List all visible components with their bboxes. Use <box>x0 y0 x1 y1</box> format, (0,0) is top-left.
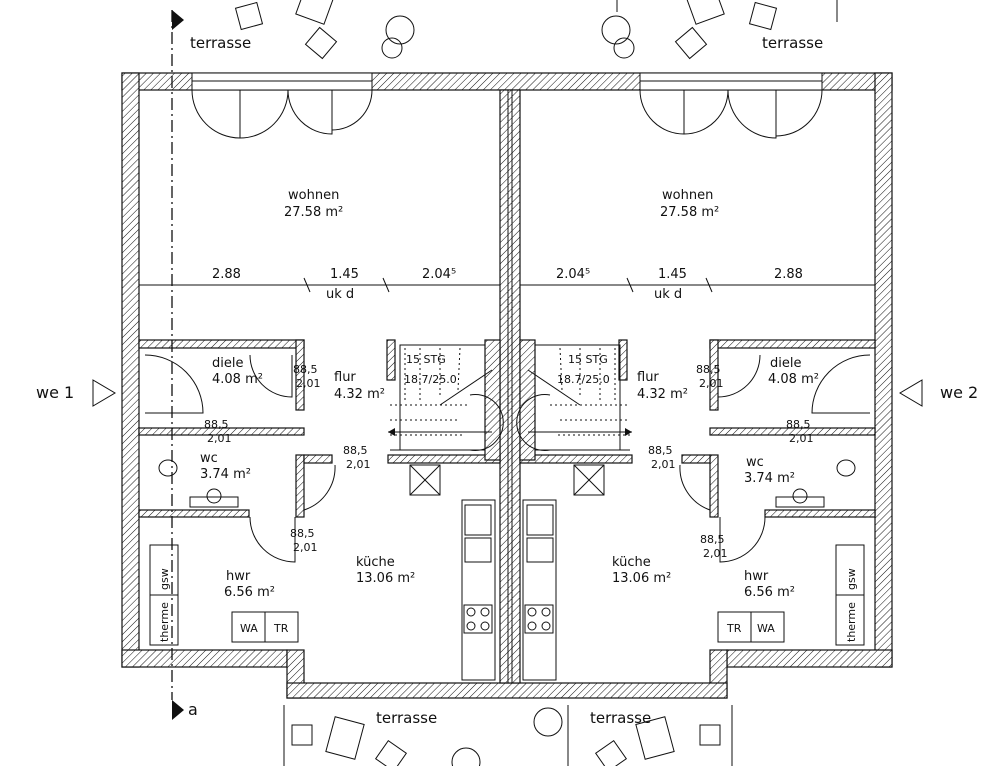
entrance-right-label: we 2 <box>940 383 978 402</box>
room-flur-right-name: flur <box>637 370 659 385</box>
ukd-right: uk d <box>654 287 682 302</box>
stairs-left-ratio: 18.7/25.0 <box>404 373 457 386</box>
section-axis <box>171 10 184 720</box>
tr-left-label: TR <box>273 622 289 635</box>
gsw-right-label: gsw <box>845 568 858 590</box>
room-kueche-right-name: küche <box>612 555 651 570</box>
door-right-4-width: 88,5 <box>700 533 725 546</box>
room-wc-right-area: 3.74 m² <box>744 471 795 486</box>
staircase-right <box>516 344 632 451</box>
terrace-right-top-label: terrasse <box>762 34 823 52</box>
dim-left-1: 2.88 <box>212 267 241 282</box>
therme-right-label: therme <box>845 602 858 642</box>
terrace-left-bottom-label: terrasse <box>376 709 437 727</box>
dim-right-1: 2.04⁵ <box>556 267 590 282</box>
room-hwr-right-area: 6.56 m² <box>744 585 795 600</box>
dim-right-3: 2.88 <box>774 267 803 282</box>
room-kueche-left-name: küche <box>356 555 395 570</box>
wc-right-fixtures <box>775 459 856 508</box>
tr-right-label: TR <box>726 622 742 635</box>
door-left-4-height: 2,01 <box>293 541 318 554</box>
stairs-right-count: 15 STG <box>568 353 608 366</box>
door-left-3-height: 2,01 <box>346 458 371 471</box>
door-right-2-height: 2,01 <box>789 432 814 445</box>
door-right-4-height: 2,01 <box>703 547 728 560</box>
terrace-left-top-label: terrasse <box>190 34 251 52</box>
terrace-doors <box>191 72 823 139</box>
room-kueche-right-area: 13.06 m² <box>612 571 671 586</box>
room-wc-left-area: 3.74 m² <box>200 467 251 482</box>
door-right-3-height: 2,01 <box>651 458 676 471</box>
door-left-1-width: 88,5 <box>293 363 318 376</box>
stairs-right-ratio: 18.7/25.0 <box>557 373 610 386</box>
room-flur-left-area: 4.32 m² <box>334 387 385 402</box>
wc-left-fixtures <box>158 459 239 508</box>
door-right-2-width: 88,5 <box>786 418 811 431</box>
door-left-4-width: 88,5 <box>290 527 315 540</box>
door-right-3-width: 88,5 <box>648 444 673 457</box>
room-hwr-right-name: hwr <box>744 569 769 584</box>
outer-walls <box>121 72 893 699</box>
wa-right-label: WA <box>757 622 775 635</box>
door-right-1-height: 2,01 <box>699 377 724 390</box>
dim-right-2: 1.45 <box>658 267 687 282</box>
terrace-furniture-top <box>234 0 838 60</box>
door-right-1-width: 88,5 <box>696 363 721 376</box>
room-diele-left-name: diele <box>212 356 243 371</box>
door-swings <box>144 354 871 563</box>
staircase-left <box>388 344 504 451</box>
room-flur-left-name: flur <box>334 370 356 385</box>
room-wohnen-right-name: wohnen <box>662 188 713 203</box>
room-diele-right-area: 4.08 m² <box>768 372 819 387</box>
room-diele-right-name: diele <box>770 356 801 371</box>
stairs-left-count: 15 STG <box>406 353 446 366</box>
dimension-lines <box>139 277 875 293</box>
kitchen-left <box>409 464 496 681</box>
room-hwr-left-area: 6.56 m² <box>224 585 275 600</box>
door-left-2-width: 88,5 <box>204 418 229 431</box>
gsw-left-label: gsw <box>158 568 171 590</box>
terrace-right-bottom-label: terrasse <box>590 709 651 727</box>
door-left-2-height: 2,01 <box>207 432 232 445</box>
hwr-left-fixtures <box>149 544 299 646</box>
room-wohnen-left-area: 27.58 m² <box>284 205 343 220</box>
kitchen-right <box>522 464 605 681</box>
wa-left-label: WA <box>240 622 258 635</box>
hwr-right-fixtures <box>717 544 865 646</box>
door-left-1-height: 2,01 <box>296 377 321 390</box>
room-wc-right-name: wc <box>746 455 764 470</box>
terrace-furniture-bottom <box>283 705 733 766</box>
room-diele-left-area: 4.08 m² <box>212 372 263 387</box>
dim-left-3: 2.04⁵ <box>422 267 456 282</box>
door-left-3-width: 88,5 <box>343 444 368 457</box>
room-hwr-left-name: hwr <box>226 569 251 584</box>
labels: terrasse terrasse terrasse terrasse we 1… <box>36 34 978 727</box>
room-kueche-left-area: 13.06 m² <box>356 571 415 586</box>
room-wohnen-left-name: wohnen <box>288 188 339 203</box>
room-wohnen-right-area: 27.58 m² <box>660 205 719 220</box>
therme-left-label: therme <box>158 602 171 642</box>
room-wc-left-name: wc <box>200 451 218 466</box>
interior-walls <box>138 339 876 518</box>
dim-left-2: 1.45 <box>330 267 359 282</box>
ukd-left: uk d <box>326 287 354 302</box>
section-marker-label: a <box>188 700 198 719</box>
room-flur-right-area: 4.32 m² <box>637 387 688 402</box>
entrance-arrows <box>92 379 923 407</box>
entrance-left-label: we 1 <box>36 383 74 402</box>
